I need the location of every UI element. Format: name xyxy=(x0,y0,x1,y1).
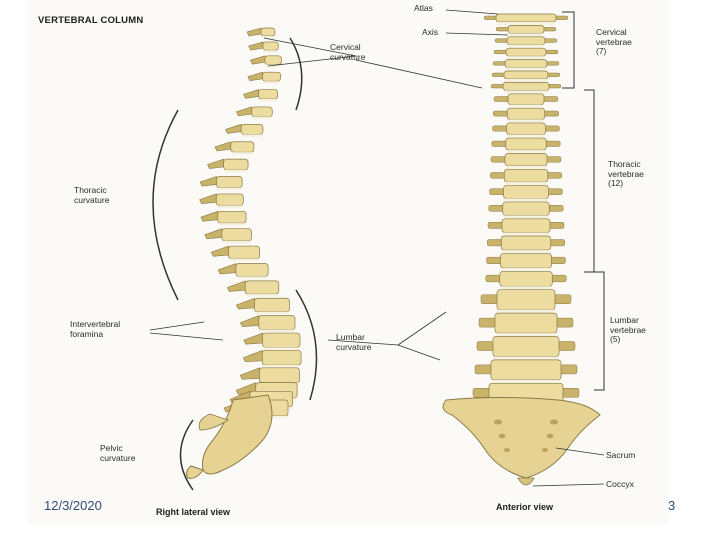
lateral-vertebra xyxy=(199,193,244,208)
sacral-foramina xyxy=(494,419,558,452)
anterior-vertebra xyxy=(490,168,562,186)
cervical-curvature-arc xyxy=(289,37,303,111)
lateral-vertebra xyxy=(214,141,255,155)
lateral-vertebra xyxy=(207,158,249,173)
label-coccyx: Coccyx xyxy=(606,479,634,489)
label-cervical-vertebrae: Cervical vertebrae (7) xyxy=(596,27,632,56)
label-sacrum: Sacrum xyxy=(606,450,636,460)
lateral-sacrum xyxy=(202,394,273,475)
anterior-vertebra xyxy=(493,47,559,60)
vertebral-column-figure: VERTEBRAL COLUMN Cervical curvature Thor… xyxy=(28,0,668,525)
lateral-pelvic-projection xyxy=(198,413,229,431)
anterior-vertebra xyxy=(493,107,559,123)
anterior-vertebra xyxy=(487,235,565,254)
lateral-vertebra xyxy=(248,41,279,53)
thoracic-curvature-arc xyxy=(152,109,179,301)
lateral-vertebra xyxy=(247,71,281,84)
caption-anterior-view: Anterior view xyxy=(496,502,554,512)
anterior-coccyx xyxy=(517,477,535,486)
lateral-vertebra xyxy=(243,89,279,102)
lateral-coccyx xyxy=(186,465,204,479)
lateral-vertebra xyxy=(210,245,260,262)
anterior-spine xyxy=(442,13,601,486)
label-atlas: Atlas xyxy=(414,3,433,13)
anterior-sacrum xyxy=(442,397,601,479)
anterior-vertebra xyxy=(480,289,572,313)
label-intervertebral-foramina: Intervertebral foramina xyxy=(70,319,121,339)
anterior-vertebra xyxy=(490,82,562,94)
anterior-vertebra xyxy=(486,253,566,272)
lateral-vertebra xyxy=(246,27,276,39)
label-thoracic-curvature: Thoracic curvature xyxy=(74,185,110,205)
anterior-vertebra xyxy=(491,70,561,82)
spine-illustration xyxy=(149,9,605,491)
anterior-leader-lines xyxy=(263,9,605,487)
anterior-vertebra xyxy=(483,13,569,25)
anterior-vertebra xyxy=(476,336,576,360)
caption-lateral-view: Right lateral view xyxy=(156,507,231,517)
label-axis: Axis xyxy=(422,27,439,37)
label-lumbar-vertebrae: Lumbar vertebrae (5) xyxy=(610,315,646,344)
anterior-vertebra xyxy=(474,359,578,383)
lateral-vertebra xyxy=(239,315,296,333)
anterior-vertebra xyxy=(492,59,560,71)
label-cervical-curvature: Cervical curvature xyxy=(330,42,366,62)
anterior-vertebra xyxy=(488,201,564,219)
anterior-vertebra xyxy=(487,218,565,236)
lateral-vertebra xyxy=(199,176,243,191)
lateral-vertebra xyxy=(242,350,302,368)
anterior-vertebra xyxy=(492,122,560,138)
label-pelvic-curvature: Pelvic curvature xyxy=(100,443,136,463)
anterior-vertebra xyxy=(494,36,558,48)
anterior-vertebra xyxy=(489,185,563,202)
lateral-spine xyxy=(186,27,302,479)
pelvic-curvature-arc xyxy=(179,419,194,491)
anterior-vertebra xyxy=(493,93,559,108)
lateral-vertebra xyxy=(243,332,301,350)
anterior-brackets xyxy=(562,11,605,391)
anterior-vertebra xyxy=(478,312,574,337)
anterior-vertebra xyxy=(491,137,561,154)
anterior-vertebra xyxy=(485,271,567,290)
lateral-vertebra xyxy=(235,297,290,315)
label-thoracic-vertebrae: Thoracic vertebrae (12) xyxy=(608,159,644,188)
lateral-vertebra xyxy=(200,210,247,226)
anterior-vertebra xyxy=(495,25,557,37)
lateral-vertebra xyxy=(217,263,269,279)
lateral-vertebra xyxy=(236,106,273,120)
anterior-vertebra xyxy=(490,153,562,169)
figure-title: VERTEBRAL COLUMN xyxy=(38,15,144,26)
lateral-leader-lines xyxy=(149,321,224,341)
slide-page-number: 3 xyxy=(668,498,676,513)
label-lumbar-curvature: Lumbar curvature xyxy=(336,332,372,352)
lateral-vertebra xyxy=(225,123,264,137)
lateral-vertebra xyxy=(226,280,280,297)
slide-date: 12/3/2020 xyxy=(44,498,102,513)
lateral-vertebra xyxy=(204,228,252,244)
lumbar-curvature-arc xyxy=(295,289,318,401)
